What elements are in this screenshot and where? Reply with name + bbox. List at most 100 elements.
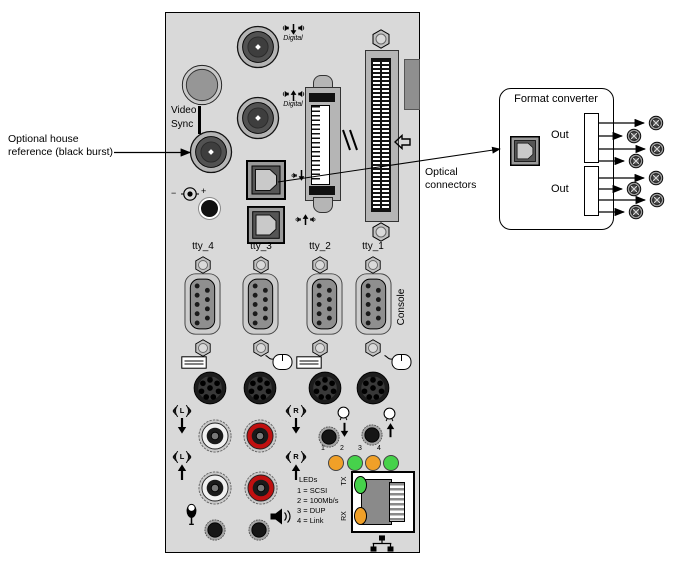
serial-port-label-tty3: tty_3 bbox=[250, 241, 272, 252]
hex-nut-icon bbox=[371, 29, 391, 49]
output-bnc-connector bbox=[628, 153, 644, 169]
bnc-digital-in-connector bbox=[236, 25, 280, 69]
led-link bbox=[383, 455, 399, 471]
output-bnc-connector bbox=[626, 128, 642, 144]
led-legend-item-1: 1 = SCSI bbox=[297, 486, 328, 495]
serial-port-label-tty4: tty_4 bbox=[192, 241, 214, 252]
hex-nut-icon bbox=[371, 222, 391, 242]
sound-waves-icon bbox=[171, 404, 179, 418]
output-bnc-connector bbox=[626, 181, 642, 197]
optical-connection-arrow bbox=[277, 146, 501, 183]
sound-waves-icon bbox=[185, 404, 193, 418]
up-arrow-icon bbox=[302, 214, 309, 225]
speaker-icon bbox=[294, 216, 301, 223]
camera-connector-pins bbox=[312, 106, 320, 182]
serial-port-tty1 bbox=[355, 272, 392, 336]
dc-minus-label: − bbox=[171, 188, 177, 198]
house-reference-label-line1: Optional house bbox=[8, 133, 79, 145]
optical-connectors-label-line1: Optical bbox=[425, 166, 458, 178]
line-out-jack bbox=[361, 424, 383, 446]
down-arrow-icon bbox=[290, 24, 297, 35]
rca-right-out-connector bbox=[244, 471, 278, 505]
keyboard-icon bbox=[181, 356, 207, 369]
microphone-jack bbox=[204, 519, 226, 541]
digital-out-label: Digital bbox=[283, 101, 303, 108]
hex-nut-icon bbox=[311, 339, 329, 357]
audio-channel-label: R bbox=[293, 406, 299, 415]
ps2-mouse-port bbox=[356, 371, 390, 405]
led-number-4: 4 bbox=[377, 445, 381, 452]
led-scsi bbox=[328, 455, 344, 471]
led-number-2: 2 bbox=[340, 445, 344, 452]
mouse-icon bbox=[265, 352, 293, 370]
monitor-connector-pins-right bbox=[382, 62, 389, 208]
speaker-icon bbox=[310, 216, 317, 223]
down-arrow-icon bbox=[291, 418, 301, 434]
mouse-icon bbox=[384, 352, 412, 370]
output-bnc-connector bbox=[649, 192, 665, 208]
video-sync-label-line1: Video bbox=[171, 105, 197, 116]
serial-port-label-tty1: tty_1 bbox=[362, 241, 384, 252]
speaker-icon bbox=[298, 24, 306, 32]
speaker-icon bbox=[281, 90, 289, 98]
audio-right-out-icon: R bbox=[279, 450, 313, 480]
sound-waves-icon bbox=[300, 450, 308, 464]
up-arrow-icon bbox=[290, 90, 297, 101]
output-bnc-connector bbox=[649, 141, 665, 157]
video-sync-tick bbox=[198, 106, 201, 134]
camera-connector-bar-bottom bbox=[309, 186, 335, 195]
dc-power-icon bbox=[181, 185, 199, 203]
down-arrow-icon bbox=[177, 418, 187, 434]
dc-plus-label: + bbox=[201, 186, 207, 196]
keyboard-icon bbox=[296, 356, 322, 369]
led-dup bbox=[365, 455, 381, 471]
serial-port-tty3 bbox=[242, 272, 279, 336]
audio-left-in-icon: L bbox=[165, 404, 199, 434]
hex-nut-icon bbox=[194, 339, 212, 357]
digital-in-icon: Digital bbox=[279, 24, 307, 43]
monitor-connector-pins-left bbox=[373, 62, 380, 208]
serial-port-tty4 bbox=[184, 272, 221, 336]
console-label: Console bbox=[396, 288, 407, 326]
ps2-mouse-port bbox=[243, 371, 277, 405]
ethernet-tx-led bbox=[354, 476, 367, 494]
sound-waves-icon bbox=[284, 450, 292, 464]
output-bnc-connector bbox=[648, 115, 664, 131]
audio-left-out-icon: L bbox=[165, 450, 199, 480]
sound-waves-icon bbox=[185, 450, 193, 464]
rca-left-out-connector bbox=[198, 471, 232, 505]
led-legend-title: LEDs bbox=[299, 475, 318, 484]
audio-right-in-icon: R bbox=[279, 404, 313, 434]
serial-port-label-tty2: tty_2 bbox=[309, 241, 331, 252]
network-icon bbox=[366, 535, 398, 552]
up-arrow-icon bbox=[177, 464, 187, 480]
ps2-keyboard-port bbox=[308, 371, 342, 405]
audio-channel-label: L bbox=[179, 406, 185, 415]
digital-out-icon: Digital bbox=[279, 90, 307, 109]
camera-connector-bar-top bbox=[309, 93, 335, 102]
ethernet-tx-label: TX bbox=[341, 476, 348, 486]
output-bnc-connector bbox=[648, 170, 664, 186]
output-bnc-connector bbox=[628, 204, 644, 220]
format-converter-out-bar-2 bbox=[584, 166, 599, 216]
house-reference-label-line2: reference (black burst) bbox=[8, 146, 114, 158]
line-out-icon bbox=[382, 407, 397, 422]
sound-waves-icon bbox=[171, 450, 179, 464]
sound-waves-icon bbox=[300, 404, 308, 418]
line-in-icon bbox=[336, 406, 351, 421]
ethernet-jack-pins bbox=[389, 482, 405, 522]
hex-nut-icon bbox=[364, 339, 382, 357]
rca-right-in-connector bbox=[243, 419, 277, 453]
ethernet-rx-led bbox=[354, 507, 367, 525]
audio-channel-label: L bbox=[179, 452, 185, 461]
speaker-jack bbox=[248, 519, 270, 541]
audio-channel-label: R bbox=[293, 452, 299, 461]
led-legend-item-4: 4 = Link bbox=[297, 516, 324, 525]
video-sync-label-line2: Sync bbox=[171, 119, 194, 130]
led-legend-item-3: 3 = DUP bbox=[297, 506, 326, 515]
sound-waves-icon bbox=[284, 404, 292, 418]
format-converter-out-label-1: Out bbox=[551, 129, 569, 141]
house-reference-arrow bbox=[114, 148, 192, 157]
rca-left-in-connector bbox=[198, 419, 232, 453]
